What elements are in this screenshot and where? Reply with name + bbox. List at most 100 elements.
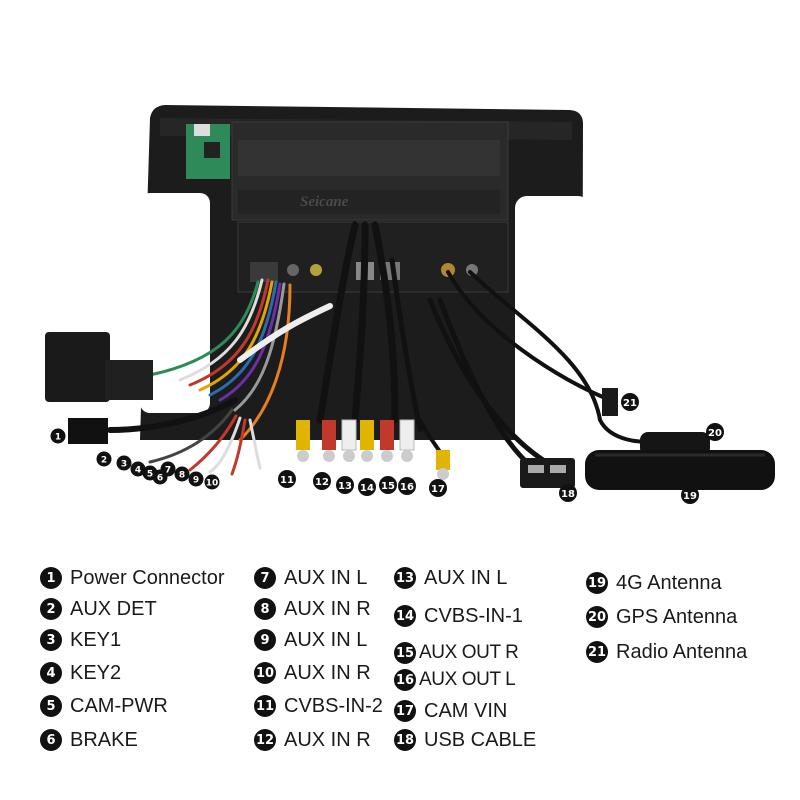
legend-item-21: 21 Radio Antenna — [586, 639, 747, 665]
brand-logo: Seicane — [300, 194, 349, 210]
svg-text:2: 2 — [101, 456, 107, 466]
legend-label: AUX OUT R — [419, 642, 519, 663]
photo-callout-13: 13 — [336, 476, 354, 494]
legend-label: CAM VIN — [424, 699, 508, 722]
svg-text:9: 9 — [193, 476, 199, 486]
legend-item-20: 20 GPS Antenna — [586, 604, 737, 630]
svg-text:13: 13 — [338, 481, 352, 492]
4g-antenna-bar — [585, 450, 775, 490]
legend-item-13: 13 AUX IN L — [394, 565, 507, 591]
legend-label: CVBS-IN-2 — [284, 694, 383, 717]
rca-plugs — [296, 419, 450, 480]
legend-label: AUX IN R — [284, 661, 371, 684]
svg-text:19: 19 — [683, 491, 697, 502]
legend-label: KEY1 — [70, 628, 122, 651]
photo-callout-7: 7 — [160, 461, 176, 477]
photo-callout-16: 16 — [398, 477, 416, 495]
legend-number-badge: 20 — [586, 606, 608, 628]
legend-item-12: 12 AUX IN R — [254, 727, 371, 753]
legend-number-badge: 12 — [254, 729, 276, 751]
legend-item-9: 9 AUX IN L — [254, 627, 367, 653]
legend-item-6: 6 BRAKE — [40, 727, 138, 753]
legend-number-badge: 16 — [394, 669, 416, 691]
legend-label: CVBS-IN-1 — [424, 604, 523, 627]
photo-callout-10: 10 — [204, 474, 220, 490]
rca-cable-bundle — [316, 221, 447, 462]
photo-callout-1: 1 — [50, 428, 66, 444]
svg-text:14: 14 — [360, 483, 374, 494]
legend-item-4: 4 KEY2 — [40, 660, 121, 686]
photo-callout-20: 20 — [706, 423, 724, 441]
legend-number-badge: 4 — [40, 662, 62, 684]
legend-label: AUX IN R — [284, 728, 371, 751]
legend-label: Radio Antenna — [616, 640, 748, 663]
legend-label: USB CABLE — [424, 728, 537, 751]
legend-number-badge: 13 — [394, 567, 416, 589]
product-photo: Seicane — [45, 105, 775, 504]
legend-number-badge: 10 — [254, 662, 276, 684]
photo-callout-4: 4 — [130, 461, 146, 477]
legend-label: Power Connector — [70, 566, 225, 589]
legend-number-badge: 14 — [394, 605, 416, 627]
legend-label: 4G Antenna — [616, 571, 722, 594]
svg-text:12: 12 — [315, 477, 329, 488]
legend-number-badge: 2 — [40, 598, 62, 620]
legend-number-badge: 8 — [254, 598, 276, 620]
legend-number-badge: 9 — [254, 629, 276, 651]
photo-callout-12: 12 — [313, 472, 331, 490]
legend-label: GPS Antenna — [616, 605, 738, 628]
photo-callout-11: 11 — [278, 470, 296, 488]
legend-label: BRAKE — [70, 728, 138, 751]
legend-item-18: 18 USB CABLE — [394, 727, 536, 753]
legend-item-19: 19 4G Antenna — [586, 570, 722, 596]
legend-number-badge: 19 — [586, 572, 608, 594]
wiring-harness — [107, 278, 333, 476]
photo-callout-15: 15 — [379, 476, 397, 494]
photo-callout-9: 9 — [188, 471, 204, 487]
legend-number-badge: 7 — [254, 567, 276, 589]
svg-text:21: 21 — [623, 398, 637, 409]
svg-text:17: 17 — [431, 484, 445, 495]
left-vent-cutout — [140, 193, 210, 413]
photo-callout-14: 14 — [358, 478, 376, 496]
legend-number-badge: 5 — [40, 695, 62, 717]
photo-callout-19: 19 — [681, 486, 699, 504]
photo-callout-8: 8 — [174, 466, 190, 482]
photo-callout-18: 18 — [559, 484, 577, 502]
legend-number-badge: 15 — [394, 642, 416, 664]
photo-callout-21: 21 — [621, 393, 639, 411]
svg-text:6: 6 — [157, 474, 163, 484]
connector-panel — [237, 221, 509, 293]
svg-text:3: 3 — [121, 460, 127, 470]
photo-callout-2: 2 — [96, 451, 112, 467]
legend-label: AUX IN L — [284, 566, 368, 589]
radio-antenna-connector — [602, 388, 618, 416]
legend-number-badge: 3 — [40, 629, 62, 651]
legend-number-badge: 17 — [394, 700, 416, 722]
legend-number-badge: 21 — [586, 641, 608, 663]
svg-text:5: 5 — [147, 470, 153, 480]
legend-label: AUX OUT L — [419, 669, 516, 690]
legend-label: AUX IN L — [284, 628, 368, 651]
legend-number-badge: 6 — [40, 729, 62, 751]
legend-item-10: 10 AUX IN R — [254, 660, 371, 686]
svg-text:4: 4 — [135, 466, 141, 476]
legend-label: KEY2 — [70, 661, 122, 684]
power-connector — [45, 332, 110, 402]
svg-text:15: 15 — [381, 481, 395, 492]
svg-text:8: 8 — [179, 471, 185, 481]
legend-item-14: 14 CVBS-IN-1 — [394, 603, 523, 629]
legend-number-badge: 18 — [394, 729, 416, 751]
legend-item-17: 17 CAM VIN — [394, 698, 507, 724]
svg-text:7: 7 — [165, 466, 171, 476]
legend-item-3: 3 KEY1 — [40, 627, 121, 653]
legend-label: AUX IN L — [424, 566, 508, 589]
